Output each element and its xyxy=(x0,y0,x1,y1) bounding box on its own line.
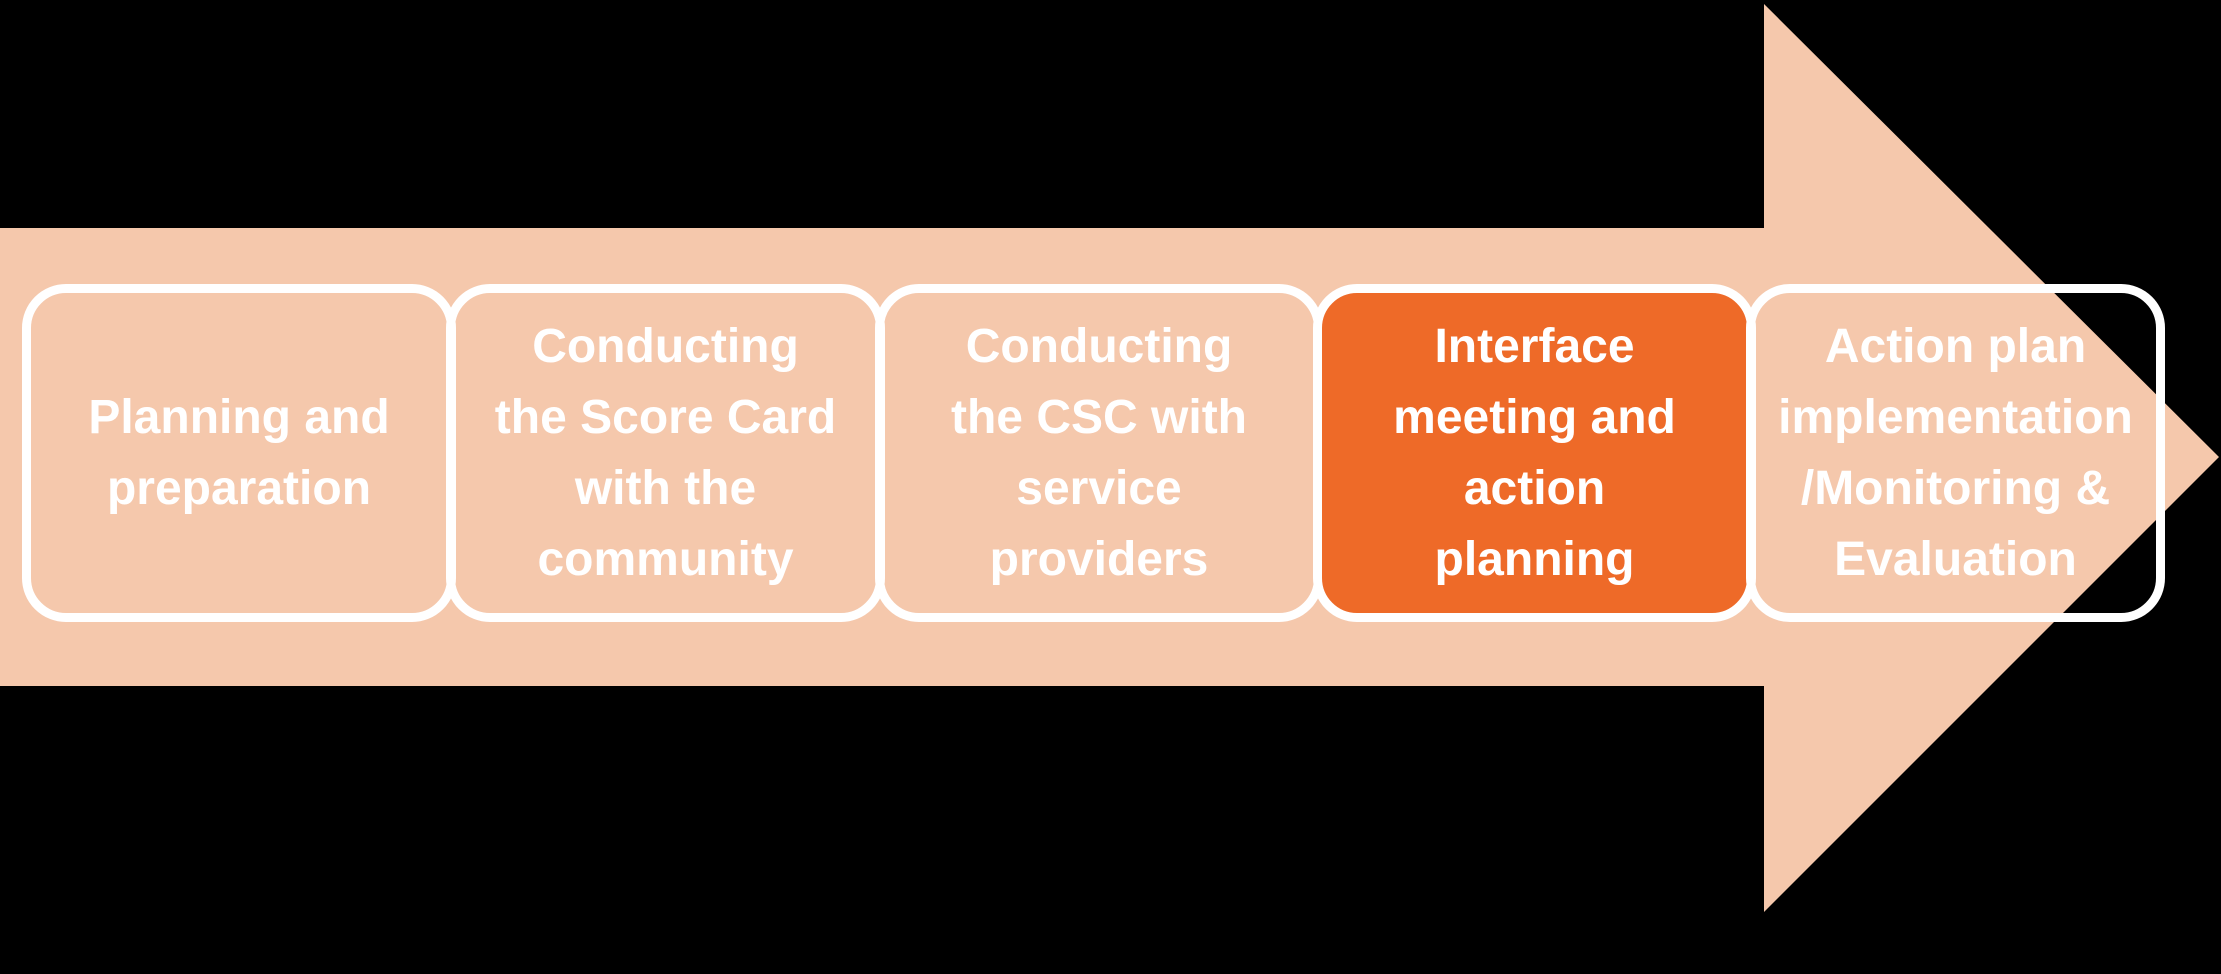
step-text-line: Conducting xyxy=(532,320,799,373)
step-text-line: Conducting xyxy=(965,320,1233,373)
step-text-line: providers xyxy=(989,533,1209,586)
step-text-line: planning xyxy=(1434,533,1635,586)
step-box-planning-and-preparation: Planning and preparation xyxy=(22,284,456,622)
step-text-line: Planning and xyxy=(88,391,390,444)
step-text-line: preparation xyxy=(106,462,372,515)
step-box-action-plan-implementation-monitoring-evaluation: Action plan implementation /Monitoring &… xyxy=(1746,284,2165,622)
step-box-conducting-csc-service-providers: Conducting the CSC with service provider… xyxy=(875,284,1323,622)
step-text-line: /Monitoring & xyxy=(1800,462,2111,515)
step-text-line: implementation xyxy=(1778,391,2133,444)
step-text-line: Action plan xyxy=(1824,320,2087,373)
step-text-line: community xyxy=(537,533,794,586)
right-arrow-polygon xyxy=(0,4,2219,912)
step-box-conducting-score-card-community: Conducting the Score Card with the commu… xyxy=(446,284,885,622)
step-text-line: meeting and xyxy=(1393,391,1676,444)
step-text-line: the CSC with xyxy=(951,391,1247,444)
step-text-line: with the xyxy=(574,462,757,515)
step-text-line: service xyxy=(1016,462,1182,515)
step-box-interface-meeting-action-planning: Interface meeting and action planning xyxy=(1313,284,1756,622)
step-text-line: action xyxy=(1463,462,1606,515)
step-text-line: the Score Card xyxy=(494,391,837,444)
step-text-line: Interface xyxy=(1434,320,1635,373)
step-text-line: Evaluation xyxy=(1834,533,2077,586)
